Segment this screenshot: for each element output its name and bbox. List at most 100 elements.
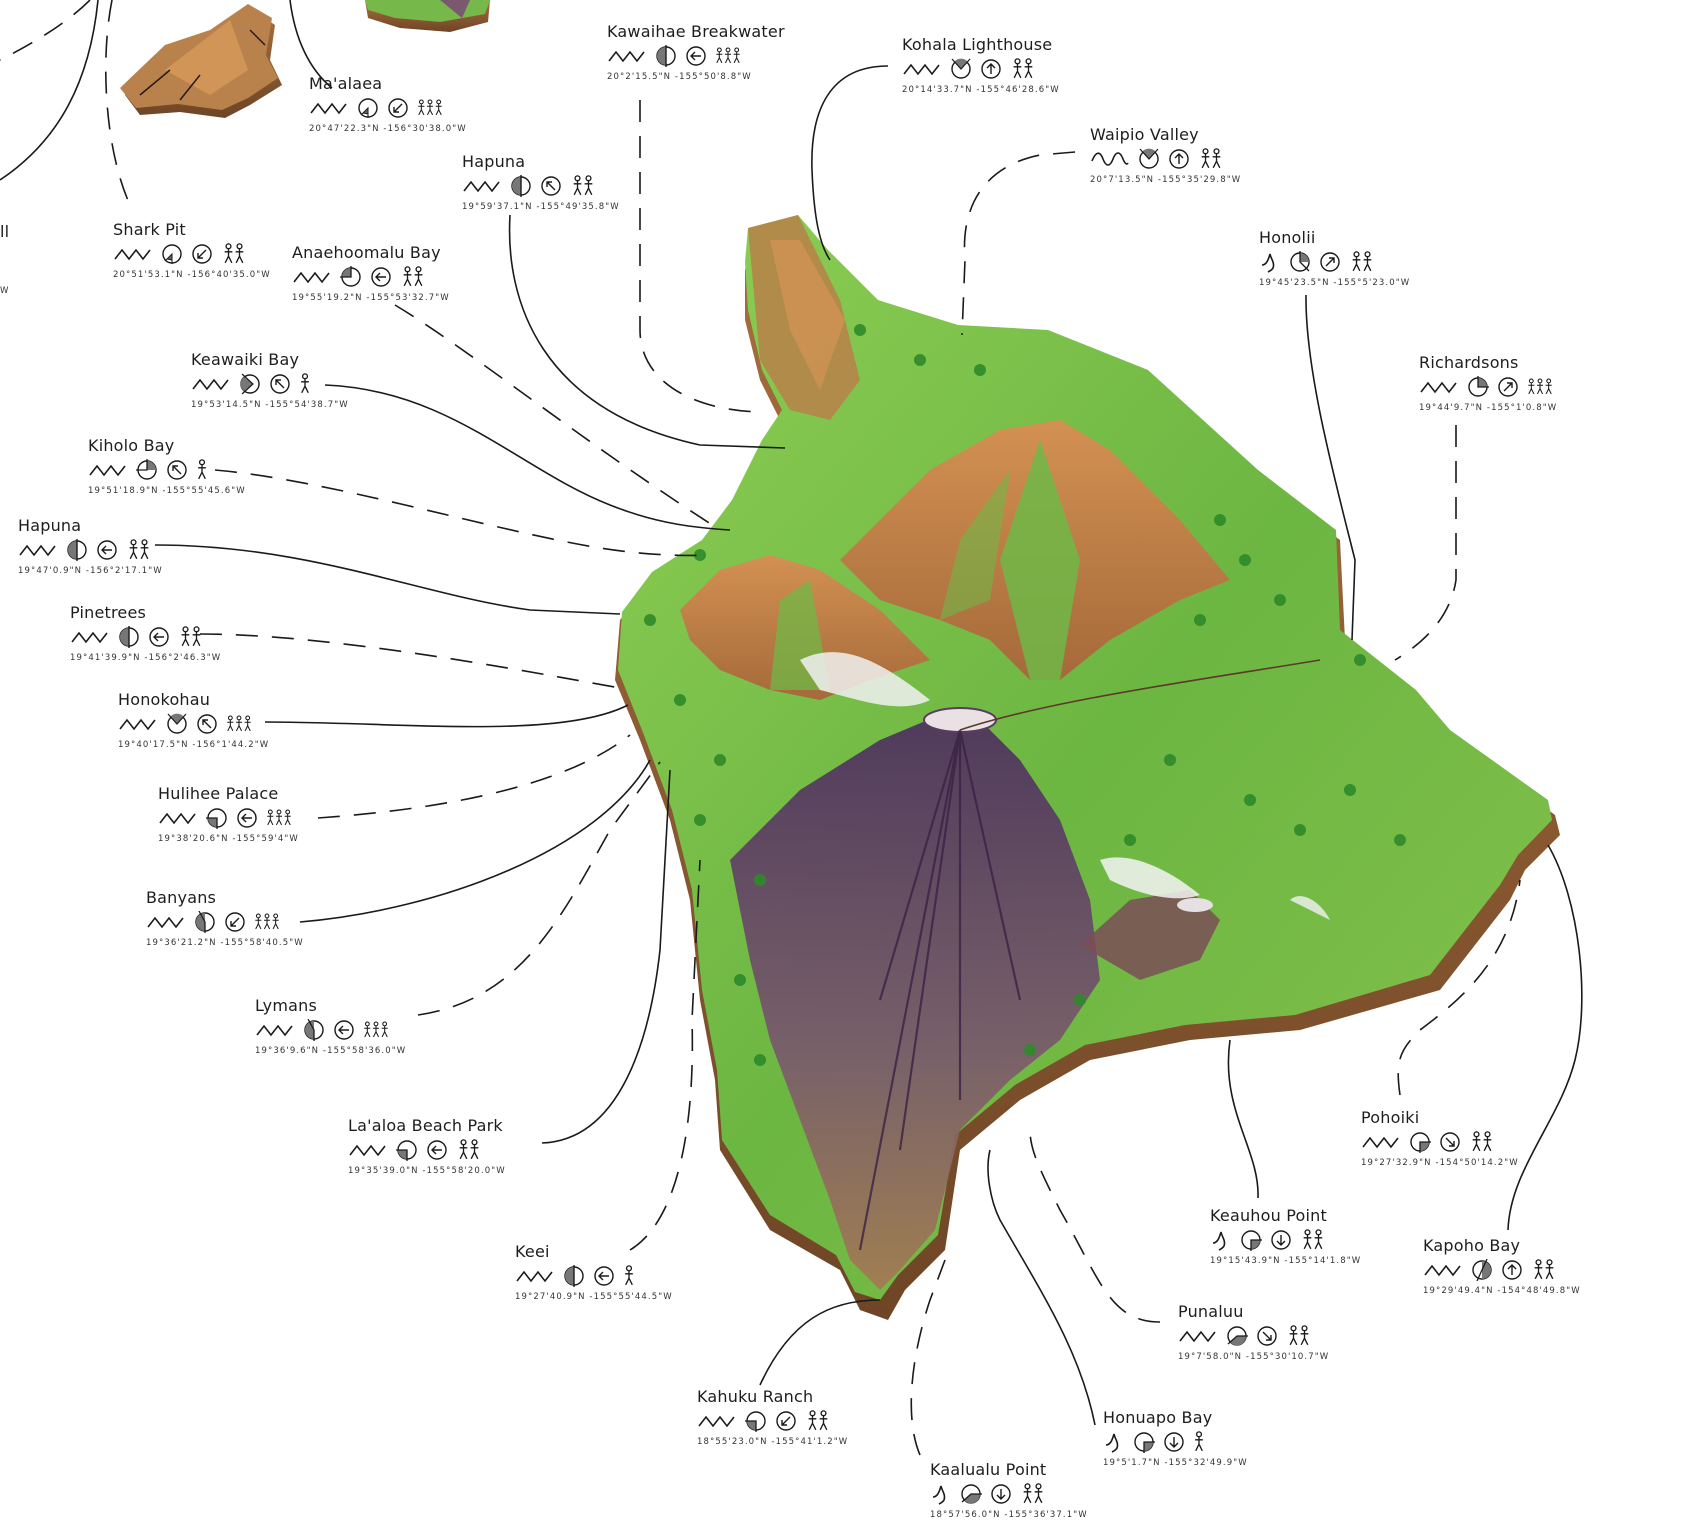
zigzag-wave-icon [1423, 1259, 1463, 1281]
spot-keei[interactable]: Keei 19°27'40.9"N -155°55'44.5"W [515, 1242, 673, 1302]
spot-coords: W [0, 286, 10, 296]
spot-laaloa-beach-park[interactable]: La'aloa Beach Park 19°35'39.0"N -155°58'… [348, 1116, 506, 1176]
spot-coords: 18°57'56.0"N -155°36'37.1"W [930, 1510, 1088, 1520]
spot-punaluu[interactable]: Punaluu 19°7'58.0"N -155°30'10.7"W [1178, 1302, 1329, 1362]
crowd-2-icon [456, 1139, 482, 1161]
spot-name: Ma'alaea [309, 74, 383, 93]
spot-name: Hapuna [462, 152, 526, 171]
spot-shark-pit[interactable]: Shark Pit 20°51'53.1"N -156°40'35.0"W [113, 220, 271, 280]
spot-coords: 19°41'39.9"N -156°2'46.3"W [70, 653, 222, 663]
spot-coords: 19°27'32.9"N -154°50'14.2"W [1361, 1158, 1519, 1168]
spot-pinetrees[interactable]: Pinetrees 19°41'39.9"N -156°2'46.3"W [70, 603, 221, 663]
reef-bottom-quarter-se-icon [1133, 1431, 1155, 1453]
spot-kaalualu-point[interactable]: Kaalualu Point 18°57'56.0"N -155°36'37.1… [930, 1460, 1088, 1520]
zigzag-wave-icon [515, 1265, 555, 1287]
spot-name: Hulihee Palace [158, 784, 279, 803]
spot-coords: 19°5'1.7"N -155°32'49.9"W [1103, 1458, 1248, 1468]
crowd-3-icon [1527, 376, 1553, 398]
spot-honokohau[interactable]: Honokohau 19°40'17.5"N -156°1'44.2"W [118, 690, 269, 750]
spot-kawaihae-breakwater[interactable]: Kawaihae Breakwater 20°2'15.5"N -155°50'… [607, 22, 785, 82]
arrow-ne-icon [1497, 376, 1519, 398]
arrow-s-icon [990, 1483, 1012, 1505]
arrow-sw-icon [191, 243, 213, 265]
spot-kapoho-bay[interactable]: Kapoho Bay 19°29'49.4"N -154°48'49.8"W [1423, 1236, 1581, 1296]
spot-kiholo-bay[interactable]: Kiholo Bay 19°51'18.9"N -155°55'45.6"W [88, 436, 246, 496]
arrow-nw-icon [196, 713, 218, 735]
spot-name: Anaehoomalu Bay [292, 243, 441, 262]
crowd-2-icon [1286, 1325, 1312, 1347]
reef-bottom-quarter-nw-icon [340, 266, 362, 288]
crowd-2-icon [126, 539, 152, 561]
spot-coords: 19°59'37.1"N -155°49'35.8"W [462, 202, 620, 212]
partial-spot-coords: W [0, 282, 10, 296]
spot-maalaea[interactable]: Ma'alaea 20°47'22.3"N -156°30'38.0"W [309, 74, 467, 134]
reef-bottom-top-wedge-icon [166, 713, 188, 735]
spot-coords: 19°53'14.5"N -155°54'38.7"W [191, 400, 349, 410]
spot-honuapo-bay[interactable]: Honuapo Bay 19°5'1.7"N -155°32'49.9"W [1103, 1408, 1248, 1468]
arrow-s-icon [1270, 1229, 1292, 1251]
reef-bottom-quarter-sw-icon [745, 1410, 767, 1432]
spot-name: Keei [515, 1242, 550, 1261]
zigzag-wave-icon [70, 626, 110, 648]
spot-name: Kaalualu Point [930, 1460, 1047, 1479]
crowd-2-icon [1020, 1483, 1046, 1505]
spot-banyans[interactable]: Banyans 19°36'21.2"N -155°58'40.5"W [146, 888, 304, 948]
reef-bottom-quarter-icon [357, 97, 379, 119]
arrow-se-icon [1256, 1325, 1278, 1347]
reef-bottom-top-wedge-icon [1138, 148, 1160, 170]
reef-bottom-quarter-sw-icon [206, 807, 228, 829]
spot-coords: 19°36'9.6"N -155°58'36.0"W [255, 1046, 407, 1056]
arrow-sw-icon [775, 1410, 797, 1432]
point-break-icon [930, 1483, 952, 1505]
spot-anaehoomalu-bay[interactable]: Anaehoomalu Bay 19°55'19.2"N -155°53'32.… [292, 243, 450, 303]
reef-bottom-half-icon [563, 1265, 585, 1287]
reef-bottom-wedge-icon [239, 373, 261, 395]
crowd-1-icon [1193, 1431, 1205, 1453]
spot-waipio-valley[interactable]: Waipio Valley 20°7'13.5"N -155°35'29.8"W [1090, 125, 1241, 185]
spot-coords: 20°47'22.3"N -156°30'38.0"W [309, 124, 467, 134]
reef-bottom-quarter-se-icon [1409, 1131, 1431, 1153]
reef-bottom-half-right-icon [1471, 1259, 1493, 1281]
spot-name: Honokohau [118, 690, 211, 709]
reef-bottom-half-icon [510, 175, 532, 197]
reef-bottom-half-icon [118, 626, 140, 648]
spot-pohoiki[interactable]: Pohoiki 19°27'32.9"N -154°50'14.2"W [1361, 1108, 1519, 1168]
zigzag-wave-icon [462, 175, 502, 197]
spot-lymans[interactable]: Lymans 19°36'9.6"N -155°58'36.0"W [255, 996, 406, 1056]
crowd-1-icon [623, 1265, 635, 1287]
arrow-nw-icon [166, 459, 188, 481]
reef-bottom-quarter-icon [161, 243, 183, 265]
spot-coords: 18°55'23.0"N -155°41'1.2"W [697, 1437, 849, 1447]
zigzag-wave-icon [18, 539, 58, 561]
zigzag-wave-icon [1178, 1325, 1218, 1347]
spot-honolii[interactable]: Honolii 19°45'23.5"N -155°5'23.0"W [1259, 228, 1410, 288]
arrow-sw-icon [224, 911, 246, 933]
crowd-2-icon [570, 175, 596, 197]
spot-name: Honolii [1259, 228, 1316, 247]
zigzag-wave-icon [158, 807, 198, 829]
crowd-2-icon [221, 243, 247, 265]
spot-keawaiki-bay[interactable]: Keawaiki Bay 19°53'14.5"N -155°54'38.7"W [191, 350, 349, 410]
crowd-3-icon [363, 1019, 389, 1041]
spot-hulihee-palace[interactable]: Hulihee Palace 19°38'20.6"N -155°59'4"W [158, 784, 299, 844]
spot-keauhou-point[interactable]: Keauhou Point 19°15'43.9"N -155°14'1.8"W [1210, 1206, 1361, 1266]
zigzag-wave-icon [697, 1410, 737, 1432]
reef-bottom-top-wedge-icon [950, 58, 972, 80]
island-top-partial [365, 0, 490, 32]
spot-kohala-lighthouse[interactable]: Kohala Lighthouse 20°14'33.7"N -155°46'2… [902, 35, 1060, 95]
spot-name: Pinetrees [70, 603, 147, 622]
spot-name: Waipio Valley [1090, 125, 1199, 144]
crowd-2-icon [1198, 148, 1224, 170]
spot-coords: 19°7'58.0"N -155°30'10.7"W [1178, 1352, 1330, 1362]
spot-coords: 19°29'49.4"N -154°48'49.8"W [1423, 1286, 1581, 1296]
arrow-nw-icon [540, 175, 562, 197]
spot-hapuna-north[interactable]: Hapuna 19°59'37.1"N -155°49'35.8"W [462, 152, 620, 212]
spot-hapuna-west[interactable]: Hapuna 19°47'0.9"N -156°2'17.1"W [18, 516, 163, 576]
reef-bottom-half-icon [194, 911, 216, 933]
crowd-2-icon [1531, 1259, 1557, 1281]
spot-kahuku-ranch[interactable]: Kahuku Ranch 18°55'23.0"N -155°41'1.2"W [697, 1387, 848, 1447]
spot-richardsons[interactable]: Richardsons 19°44'9.7"N -155°1'0.8"W [1419, 353, 1557, 413]
zigzag-wave-icon [113, 243, 153, 265]
spot-name: Shark Pit [113, 220, 186, 239]
